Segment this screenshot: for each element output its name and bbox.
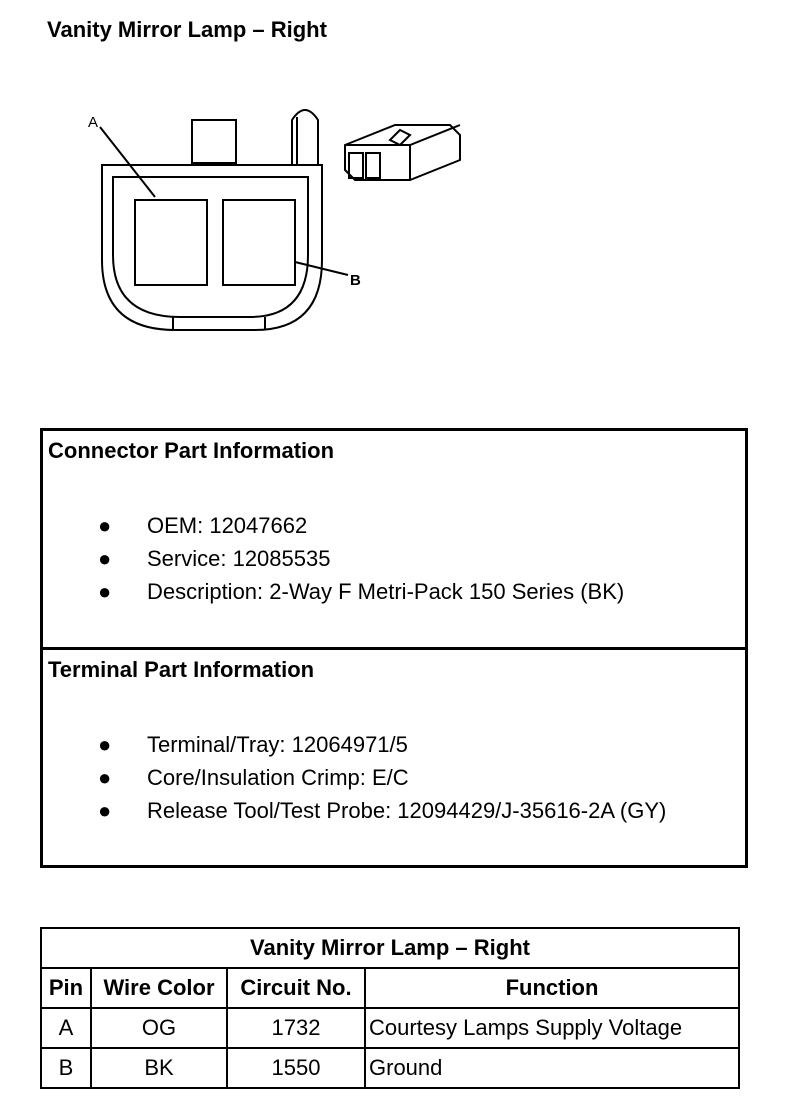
- page-title: Vanity Mirror Lamp – Right: [47, 17, 327, 42]
- table-row: B BK 1550 Ground: [40, 1047, 740, 1089]
- pin-table: Vanity Mirror Lamp – Right Pin Wire Colo…: [40, 927, 740, 1089]
- pin-a-label: A: [88, 114, 98, 131]
- connector-info-heading: Connector Part Information: [48, 438, 335, 463]
- pin-table-caption: Vanity Mirror Lamp – Right: [40, 927, 740, 969]
- cell-pin: A: [40, 1007, 92, 1049]
- list-item: ●Description: 2-Way F Metri-Pack 150 Ser…: [98, 579, 625, 604]
- list-item: ●Core/Insulation Crimp: E/C: [98, 765, 409, 790]
- cell-pin: B: [40, 1047, 92, 1089]
- list-item: ●Service: 12085535: [98, 546, 331, 571]
- list-item: ●Terminal/Tray: 12064971/5: [98, 732, 408, 757]
- header-wire-color: Wire Color: [90, 967, 228, 1009]
- cell-function: Courtesy Lamps Supply Voltage: [364, 1007, 740, 1049]
- cell-circuit-no: 1732: [226, 1007, 366, 1049]
- terminal-part-info: Terminal Part Information ●Terminal/Tray…: [40, 647, 748, 868]
- header-function: Function: [364, 967, 740, 1009]
- connector-info-list: ●OEM: 12047662 ●Service: 12085535 ●Descr…: [43, 509, 624, 608]
- cell-circuit-no: 1550: [226, 1047, 366, 1089]
- terminal-info-list: ●Terminal/Tray: 12064971/5 ●Core/Insulat…: [43, 728, 666, 827]
- cell-wire-color: OG: [90, 1007, 228, 1049]
- header-pin: Pin: [40, 967, 92, 1009]
- pin-b-label: B: [350, 272, 361, 289]
- connector-diagram: A B: [88, 109, 461, 331]
- header-circuit-no: Circuit No.: [226, 967, 366, 1009]
- terminal-info-heading: Terminal Part Information: [48, 657, 315, 682]
- cell-wire-color: BK: [90, 1047, 228, 1089]
- connector-part-info: Connector Part Information ●OEM: 1204766…: [40, 428, 748, 650]
- table-row: A OG 1732 Courtesy Lamps Supply Voltage: [40, 1007, 740, 1049]
- list-item: ●Release Tool/Test Probe: 12094429/J-356…: [98, 798, 667, 823]
- list-item: ●OEM: 12047662: [98, 513, 308, 538]
- cell-function: Ground: [364, 1047, 740, 1089]
